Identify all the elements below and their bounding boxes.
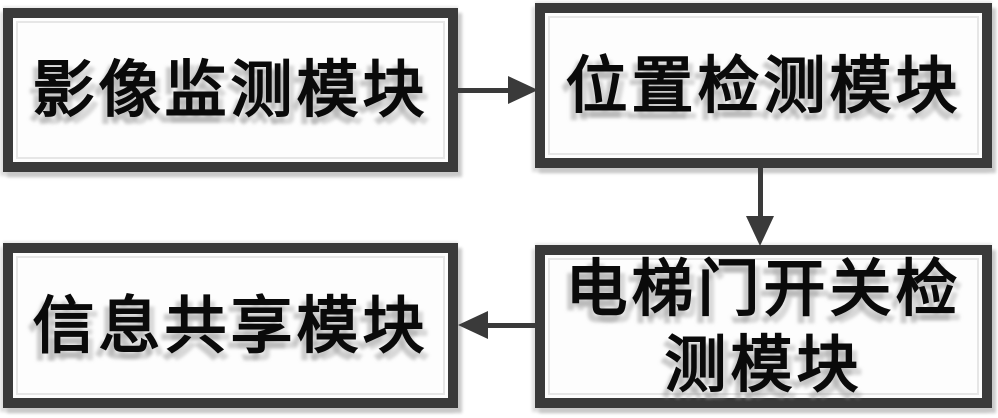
node-elevator-door-switch-detection-label: 电梯门开关检测模块 [565, 251, 962, 401]
node-information-sharing-module: 信息共享模块 [3, 243, 458, 408]
arrow-line [486, 323, 537, 328]
arrow-line [458, 88, 510, 93]
node-position-detection-module: 位置检测模块 [535, 3, 992, 168]
arrow-head-down-icon [746, 216, 774, 246]
arrow-line [758, 168, 763, 218]
node-information-sharing-label: 信息共享模块 [32, 288, 429, 362]
node-image-monitoring-label: 影像监测模块 [32, 53, 429, 127]
node-position-detection-label: 位置检测模块 [565, 48, 962, 122]
arrow-head-left-icon [458, 311, 488, 339]
node-elevator-door-switch-detection-module: 电梯门开关检测模块 [535, 245, 992, 408]
arrow-head-right-icon [508, 76, 538, 104]
node-image-monitoring-module: 影像监测模块 [3, 8, 458, 172]
